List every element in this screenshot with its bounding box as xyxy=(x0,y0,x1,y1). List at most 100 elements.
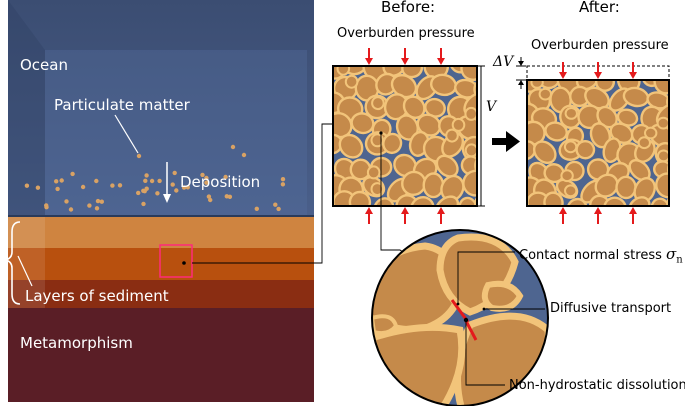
diffusive-leader-dot xyxy=(482,307,486,311)
sediment-grain xyxy=(656,116,669,130)
sediment-grain xyxy=(666,158,669,182)
layers-of-sediment-label: Layers of sediment xyxy=(25,287,169,305)
ocean-side-wall xyxy=(8,0,45,216)
connector-to-before xyxy=(192,123,333,264)
sediment-grain xyxy=(474,191,477,206)
particle xyxy=(276,206,281,212)
stress-subscript: n xyxy=(676,254,683,266)
sediment-grain xyxy=(348,190,372,206)
sediment-grain xyxy=(338,133,364,159)
particle xyxy=(35,185,41,190)
particle xyxy=(136,190,141,196)
delta-v-lower-head xyxy=(518,80,524,85)
sediment-grain xyxy=(563,140,578,154)
particle xyxy=(172,170,177,176)
particle xyxy=(99,199,105,204)
pressure-arrow-head xyxy=(629,207,637,214)
stress-leader-dot xyxy=(456,302,460,306)
sediment-grain xyxy=(445,128,459,143)
particulate-particles xyxy=(24,144,286,212)
sediment-grain xyxy=(370,182,385,197)
particle xyxy=(24,183,30,188)
zoom-circle-outline xyxy=(371,229,549,406)
particle xyxy=(280,177,286,182)
sediment-grain xyxy=(476,114,503,141)
after-title: After: xyxy=(579,0,620,16)
sediment-grain xyxy=(382,66,407,77)
sediment-grain xyxy=(594,173,619,198)
contact-point xyxy=(463,317,469,323)
sediment-grain xyxy=(458,196,477,206)
volume-symbol: V xyxy=(486,99,497,115)
before-title: Before: xyxy=(381,0,436,16)
sediment-grain xyxy=(603,196,628,206)
pressure-arrow-head xyxy=(437,58,445,65)
sediment-grain xyxy=(435,154,459,178)
sediment-grain xyxy=(628,196,651,206)
sediment-grain xyxy=(575,80,600,91)
particle xyxy=(143,178,148,183)
diffusive-transport-label: Diffusive transport xyxy=(550,301,672,316)
stress-symbol: σ xyxy=(666,245,677,263)
particle xyxy=(110,183,115,188)
particle xyxy=(144,173,149,178)
sediment-grain xyxy=(564,107,578,120)
after-pressure-arrows xyxy=(559,62,637,224)
pressure-arrow-head xyxy=(437,207,445,214)
deposition-label: Deposition xyxy=(180,173,261,191)
particle xyxy=(87,203,92,208)
sediment-layer-middle xyxy=(8,248,314,280)
pressure-arrow-head xyxy=(365,58,373,65)
sediment-brace xyxy=(3,221,21,305)
zoom-region-box xyxy=(159,244,193,278)
delta-v-upper-head xyxy=(518,61,524,66)
after-pressure-label: Overburden pressure xyxy=(531,38,669,53)
particle xyxy=(144,186,149,191)
pressure-arrow-head xyxy=(594,72,602,79)
sediment-grain xyxy=(366,165,381,180)
metamorphism-zone xyxy=(8,308,314,402)
pressure-arrow-head xyxy=(365,207,373,214)
sediment-grain xyxy=(462,169,477,197)
particle xyxy=(136,153,142,159)
particle xyxy=(70,171,75,177)
sediment-layer-top xyxy=(8,216,314,248)
sediment-side-face xyxy=(8,216,45,308)
zoom-grain xyxy=(481,280,524,312)
particle xyxy=(254,206,259,211)
particle xyxy=(200,172,205,178)
pressure-arrow-head xyxy=(559,72,567,79)
particle xyxy=(59,178,64,183)
delta-v-symbol: ΔV xyxy=(493,54,514,70)
sediment-grain xyxy=(409,195,435,206)
particle xyxy=(68,207,74,212)
sediment-grain xyxy=(668,123,685,148)
before-pressure-label: Overburden pressure xyxy=(337,26,475,41)
pressure-arrow-head xyxy=(629,72,637,79)
sediment-grain xyxy=(653,80,669,95)
sediment-grain xyxy=(336,66,351,76)
particle xyxy=(44,205,49,210)
before-sample xyxy=(332,65,503,207)
particle xyxy=(241,152,247,158)
stress-leader-line xyxy=(457,251,515,304)
particle xyxy=(273,202,278,207)
volume-dimension xyxy=(477,65,485,207)
before-pressure-arrows xyxy=(365,48,445,224)
sediment-grain xyxy=(530,80,544,89)
sediment-grain xyxy=(560,169,574,183)
sediment-leader-line xyxy=(17,255,33,287)
stress-arrow-lower xyxy=(464,320,478,341)
particulate-leader-line xyxy=(114,114,139,154)
pressure-arrow-head xyxy=(401,58,409,65)
sediment-grain xyxy=(434,195,460,206)
particulate-label: Particulate matter xyxy=(54,96,190,114)
sediment-grain xyxy=(460,66,477,82)
particle xyxy=(141,201,146,207)
sediment-grain xyxy=(370,133,385,148)
sediment-grain xyxy=(532,140,557,165)
pressure-arrow-head xyxy=(594,207,602,214)
ocean-cross-section xyxy=(3,0,314,402)
sediment-grain xyxy=(650,197,669,206)
